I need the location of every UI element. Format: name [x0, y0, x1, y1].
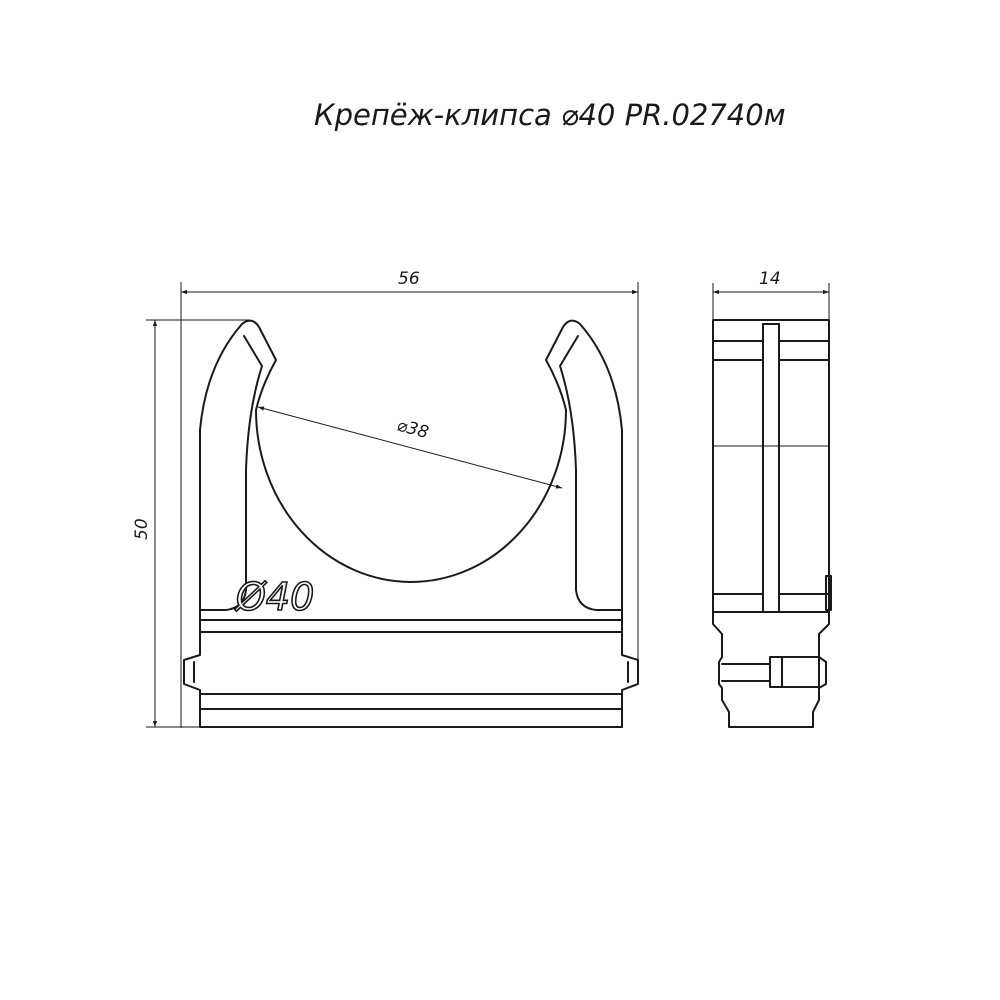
- pipe-seat-arc: [255, 409, 567, 583]
- width-dimension-label: 56: [398, 269, 420, 289]
- front-view: Ø40 56 50 ⌀38: [132, 269, 639, 728]
- side-view: 14: [712, 269, 832, 728]
- embossed-diameter-label: Ø40: [234, 575, 314, 619]
- side-latch: [825, 575, 832, 611]
- drawing-title: Крепёж-клипса ⌀40 PR.02740м: [314, 98, 786, 132]
- clip-outer-outline: [183, 319, 277, 728]
- clip-outer-outline-right: [545, 319, 639, 728]
- clip-inner-arm-left: [199, 335, 263, 611]
- side-bottom-block: [769, 656, 820, 688]
- side-width-dimension-label: 14: [759, 269, 781, 289]
- clip-inner-arm-right: [559, 335, 623, 611]
- side-body-outline: [712, 319, 830, 728]
- height-dimension-label: 50: [132, 518, 152, 540]
- inner-diameter-dimension-line: [257, 406, 563, 489]
- inner-diameter-label: ⌀38: [395, 416, 431, 444]
